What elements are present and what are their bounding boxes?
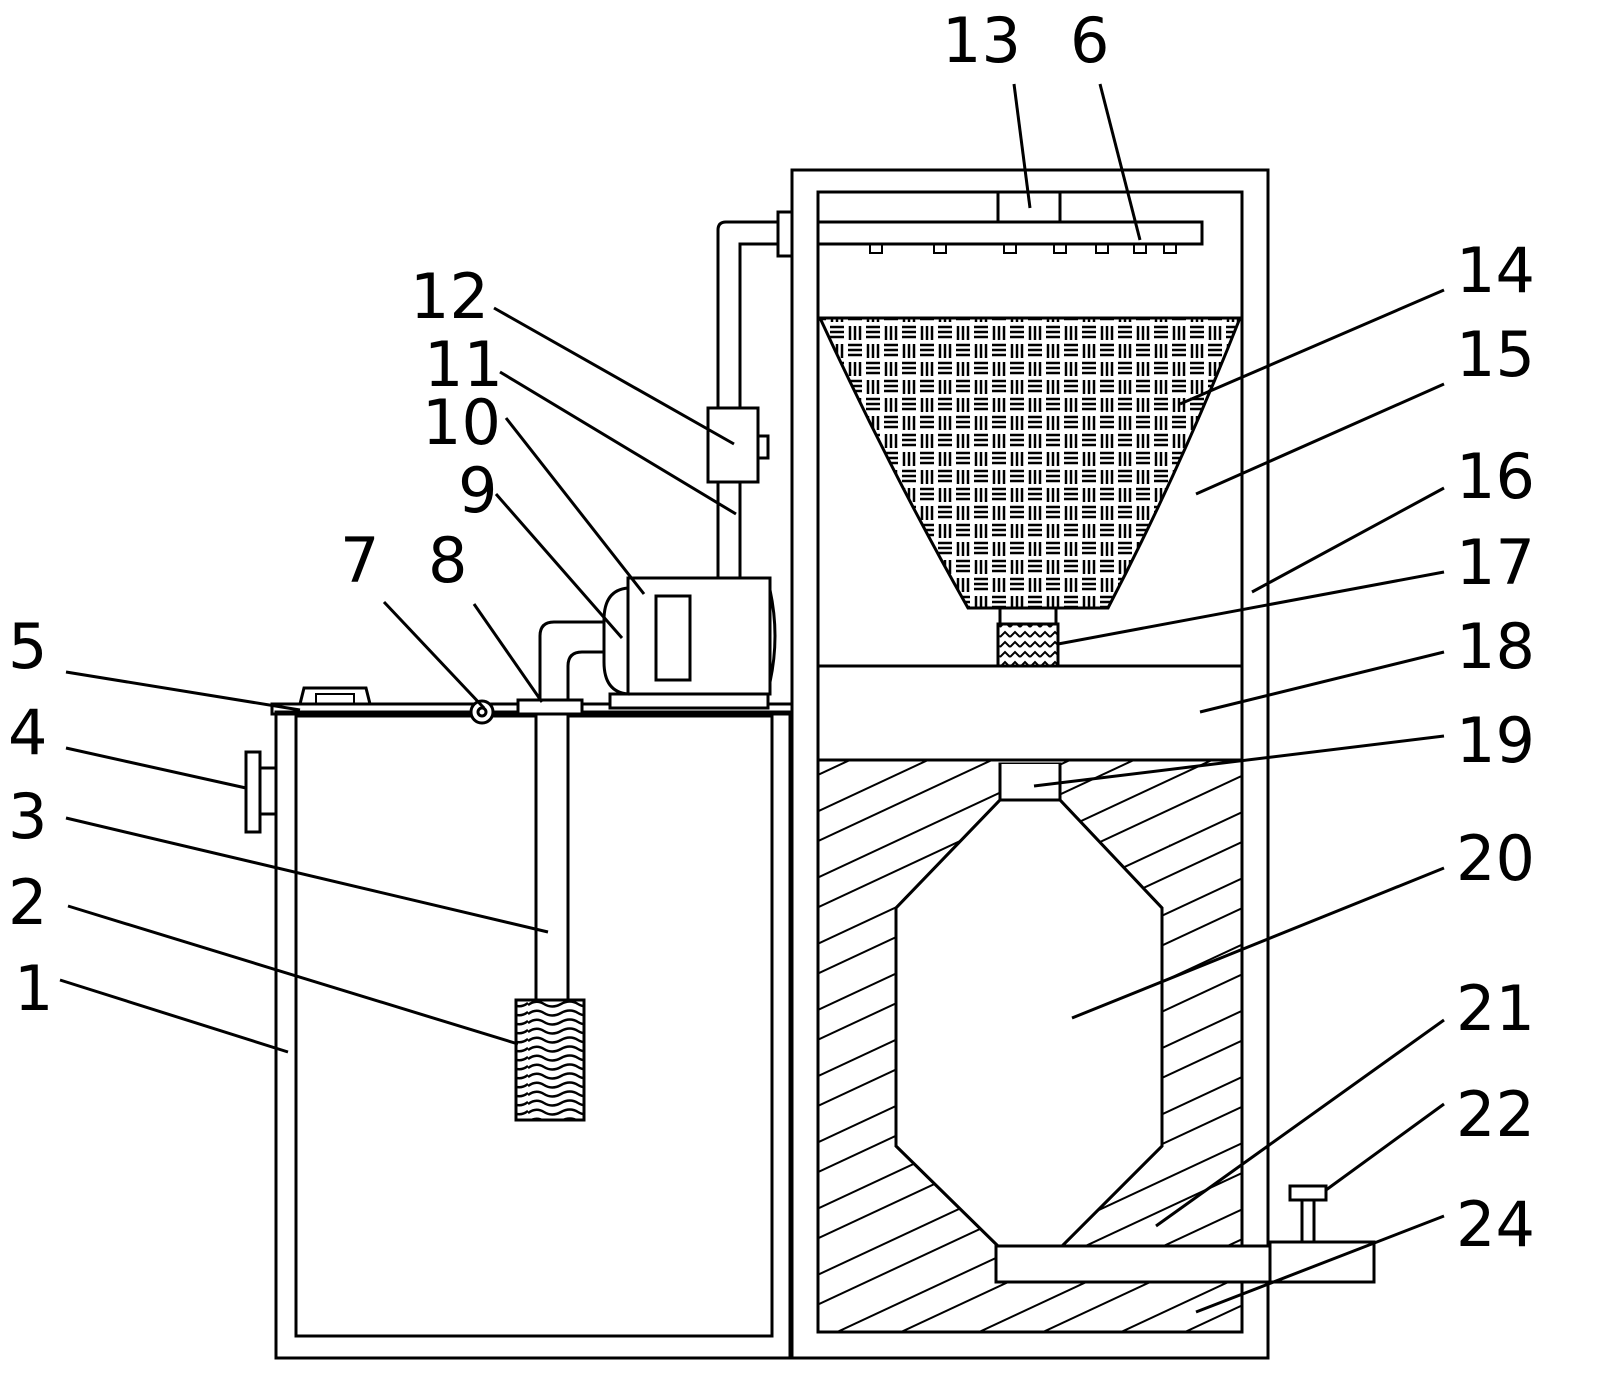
riser-valve [706, 406, 770, 484]
label-11: 11 [424, 328, 503, 401]
leader-22 [1325, 1102, 1445, 1192]
leader-7 [382, 600, 486, 710]
leader-13 [1012, 83, 1032, 209]
label-21: 21 [1456, 972, 1535, 1045]
label-14: 14 [1456, 234, 1535, 307]
leader-14 [1179, 288, 1445, 406]
leader-18 [1199, 650, 1445, 714]
spray-nozzles [869, 243, 1177, 254]
part-labels: 1 2 3 4 5 7 8 9 10 11 12 13 6 14 15 16 1… [8, 4, 1535, 1261]
intake-pipe [516, 698, 584, 1002]
label-6: 6 [1070, 4, 1109, 77]
filter-funnel [817, 316, 1243, 610]
spray-header [816, 190, 1204, 254]
label-2: 2 [8, 866, 47, 939]
partition-plate [818, 664, 1242, 762]
label-7: 7 [340, 524, 379, 597]
leader-15 [1195, 382, 1445, 496]
label-8: 8 [428, 524, 467, 597]
label-3: 3 [8, 780, 47, 853]
side-outlet-pipe [244, 750, 278, 834]
leader-4 [65, 746, 247, 790]
label-24: 24 [1456, 1188, 1535, 1261]
leader-2 [67, 904, 519, 1046]
label-19: 19 [1456, 704, 1535, 777]
leader-17 [1057, 570, 1445, 646]
label-5: 5 [8, 610, 47, 683]
label-1: 1 [14, 952, 53, 1025]
leader-10 [504, 417, 646, 595]
funnel-neck [998, 606, 1058, 626]
leader-8 [472, 603, 544, 703]
label-4: 4 [8, 696, 47, 769]
label-12: 12 [410, 260, 489, 333]
label-9: 9 [458, 454, 497, 527]
riser-pipe [716, 220, 782, 578]
discharge-plate [994, 1244, 1274, 1284]
label-16: 16 [1456, 440, 1535, 513]
leader-24 [1195, 1214, 1445, 1314]
leader-9 [494, 493, 624, 639]
intake-filter-head [514, 998, 586, 1122]
leader-20 [1071, 866, 1445, 1020]
leader-3 [65, 816, 549, 934]
discharge-valve [1288, 1184, 1328, 1244]
pipe-flange [776, 210, 794, 258]
leader-21 [1155, 1018, 1445, 1228]
label-22: 22 [1456, 1078, 1535, 1151]
leader-5 [65, 670, 301, 712]
label-13: 13 [942, 4, 1021, 77]
label-15: 15 [1456, 318, 1535, 391]
pump-inlet-pipe [538, 620, 606, 700]
label-10: 10 [422, 386, 501, 459]
leader-19 [1033, 734, 1445, 788]
leader-lines [59, 83, 1445, 1314]
label-20: 20 [1456, 822, 1535, 895]
leader-1 [59, 978, 289, 1054]
leader-11 [499, 370, 737, 516]
pump-base [608, 692, 770, 710]
label-17: 17 [1456, 526, 1535, 599]
pump [602, 576, 777, 696]
leader-16 [1251, 486, 1445, 594]
label-18: 18 [1456, 610, 1535, 683]
funnel-outlet [996, 622, 1060, 668]
leader-6 [1098, 83, 1142, 241]
leader-12 [493, 306, 735, 446]
